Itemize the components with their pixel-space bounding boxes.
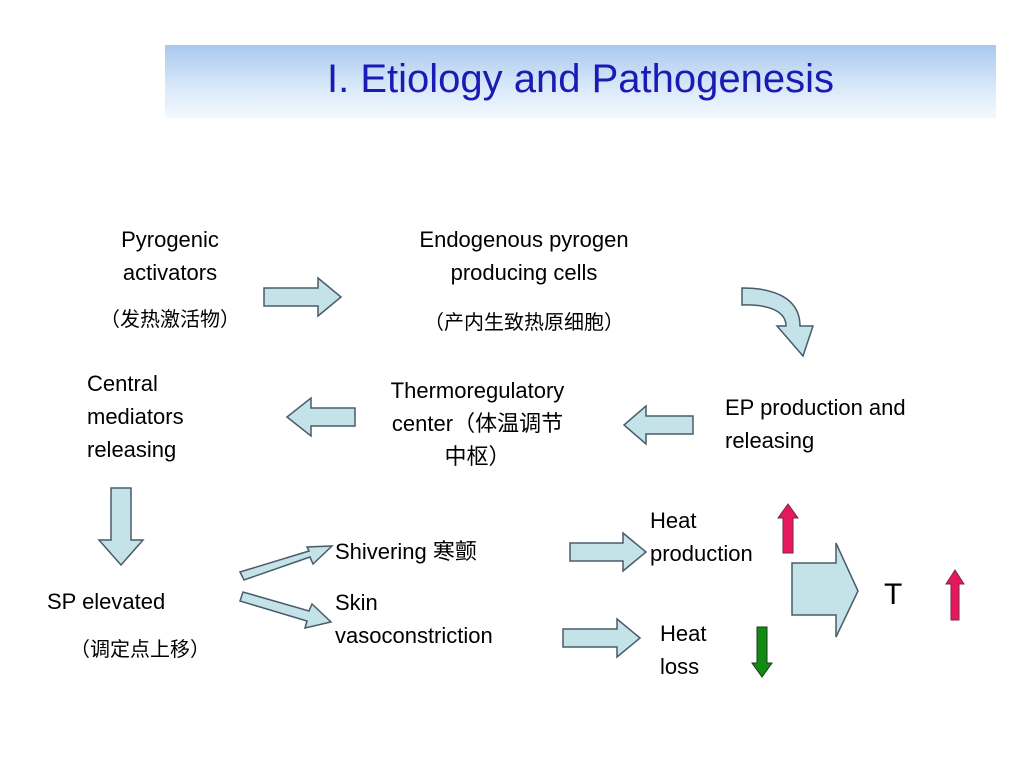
node-ep-production-line2: releasing — [725, 428, 815, 453]
arrow-sp-to-shivering — [238, 545, 334, 581]
arrow-activators-to-cells — [263, 276, 343, 318]
node-central-mediators: Central mediators releasing — [87, 367, 184, 466]
node-pyrogenic-activators-line1: Pyrogenic — [121, 227, 219, 252]
node-shivering: Shivering 寒颤 — [335, 539, 477, 564]
arrow-mediators-to-sp — [97, 487, 145, 567]
node-thermo-center: Thermoregulatory center（体温调节 中枢） — [345, 374, 610, 473]
node-pyrogenic-activators-line2: activators — [122, 260, 218, 285]
arrow-cells-to-production-curved — [741, 287, 815, 358]
arrow-production-to-center — [622, 404, 694, 446]
node-heat-production: Heat production — [650, 504, 753, 570]
heat-loss-down-arrow-icon — [751, 626, 773, 678]
arrow-vaso-to-heat-loss — [562, 617, 642, 659]
node-ep-cells-cn: （产内生致热原细胞） — [424, 310, 624, 334]
node-sp-elevated-cn: （调定点上移） — [70, 637, 210, 661]
node-heat-loss: Heat loss — [660, 617, 706, 683]
node-pyrogenic-activators: Pyrogenic activators — [90, 223, 250, 289]
node-heat-loss-line1: Heat — [660, 621, 707, 646]
node-heat-production-line1: Heat — [650, 508, 697, 533]
heat-production-up-arrow-icon — [777, 503, 799, 554]
node-heat-production-line2: production — [650, 541, 753, 566]
node-ep-production: EP production and releasing — [725, 391, 906, 457]
node-thermo-center-line3: 中枢） — [444, 444, 511, 469]
page-title: I. Etiology and Pathogenesis — [326, 57, 834, 101]
node-ep-cells-line2: producing cells — [450, 260, 598, 285]
node-temperature: T — [884, 578, 903, 611]
node-skin-vaso-line2: vasoconstriction — [335, 623, 493, 648]
node-sp-elevated: SP elevated — [47, 589, 166, 614]
node-thermo-center-line2: center（体温调节 — [391, 411, 564, 436]
arrow-sp-to-vaso — [239, 591, 333, 630]
temperature-up-arrow-icon — [945, 569, 965, 621]
node-central-mediators-line2: mediators — [87, 404, 184, 429]
arrow-combined-to-temperature — [791, 542, 859, 638]
arrow-shivering-to-production — [569, 531, 648, 573]
node-thermo-center-line1: Thermoregulatory — [390, 378, 565, 403]
node-central-mediators-line3: releasing — [87, 437, 177, 462]
node-skin-vasoconstriction: Skin vasoconstriction — [335, 586, 493, 652]
node-central-mediators-line1: Central — [87, 371, 158, 396]
node-heat-loss-line2: loss — [660, 654, 700, 679]
node-ep-cells: Endogenous pyrogen producing cells — [374, 223, 674, 289]
node-ep-cells-line1: Endogenous pyrogen — [419, 227, 629, 252]
node-skin-vaso-line1: Skin — [335, 590, 378, 615]
node-ep-production-line1: EP production and — [725, 395, 906, 420]
node-pyrogenic-activators-cn: （发热激活物） — [100, 307, 240, 331]
title-bar: I. Etiology and Pathogenesis — [165, 45, 996, 118]
